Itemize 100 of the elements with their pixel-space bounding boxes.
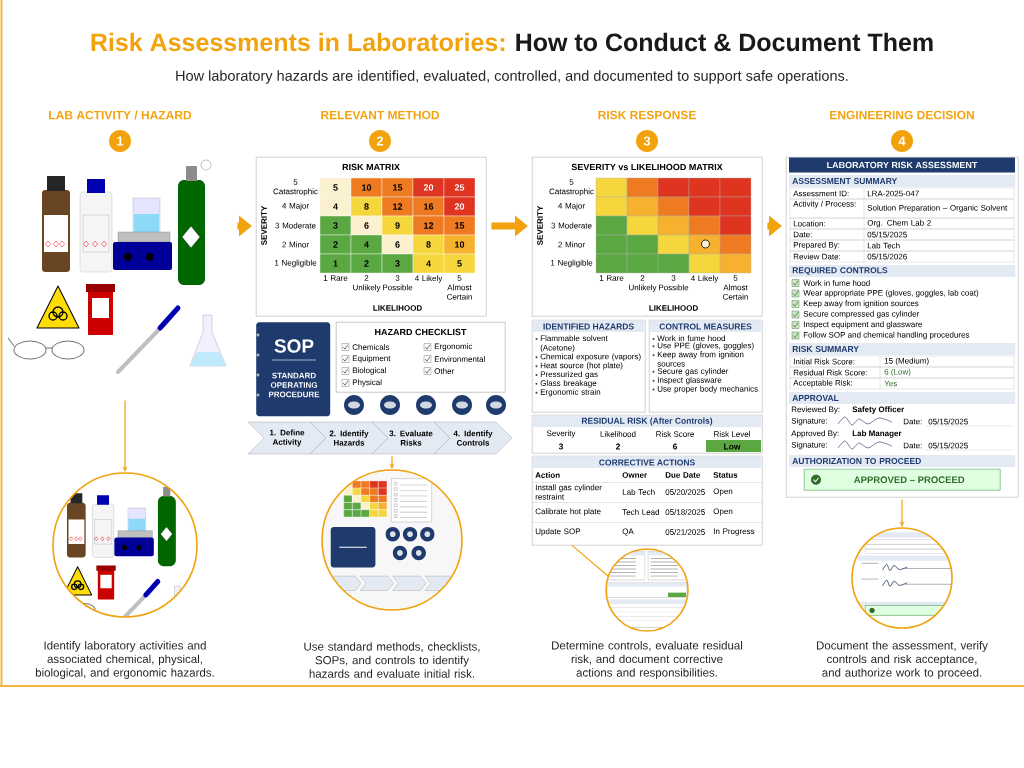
- chart-title: SEVERITY vs LIKELIHOOD MATRIX: [571, 163, 723, 171]
- list-item: Flammable solvent (Acetone): [540, 335, 608, 353]
- chart-title: RISK MATRIX: [342, 163, 400, 171]
- risk-matrix-chart: [532, 157, 763, 317]
- table-cell: LRA-2025-047: [867, 190, 919, 197]
- axis-title: SEVERITY: [537, 205, 543, 246]
- form-value: 05/15/2025: [928, 418, 968, 425]
- list-item: Inspect glassware: [657, 376, 722, 385]
- axis-label: 3 Moderate: [275, 222, 316, 229]
- checklist-item: Follow SOP and chemical handling procedures: [803, 331, 970, 340]
- table-cell: Update SOP: [535, 528, 581, 536]
- checklist-item: Physical: [352, 379, 382, 387]
- table-cell: 15 (Medium): [884, 357, 929, 366]
- sop-binder: [256, 322, 331, 417]
- form-value: Safety Officer: [852, 406, 905, 414]
- form-label: Signature:: [791, 417, 827, 426]
- table-cell: 3: [558, 443, 564, 450]
- table-cell: Tech Lead: [622, 509, 660, 515]
- axis-label: 2 Unlikely: [353, 275, 381, 292]
- axis-label: 1 Rare: [323, 275, 348, 281]
- table-header: Severity: [546, 430, 576, 438]
- axis-label: 1 Negligible: [275, 259, 317, 268]
- table-cell: Initial Risk Score:: [793, 358, 855, 365]
- table-cell: Org. Chem Lab 2: [867, 219, 931, 228]
- axis-label: 4 Major: [558, 202, 585, 211]
- table-header: Status: [713, 472, 738, 478]
- caption-text: Determine controls, evaluate residual risk, and document corrective actions and responsibilities.: [552, 641, 743, 679]
- axis-label: 2 Minor: [282, 241, 309, 248]
- process-step: 3. Evaluate Risks: [371, 421, 451, 455]
- checklist-item: Work in fume hood: [803, 280, 870, 286]
- axis-title: LIKELIHOOD: [373, 305, 422, 311]
- caption-text: Use standard methods, checklists, SOPs, and controls to identify hazards and evaluate initial risk.: [304, 642, 480, 678]
- step-heading: RELEVANT METHOD: [321, 110, 440, 120]
- process-step: 2. Identify Hazards: [309, 421, 389, 455]
- list-item: Ergonomic strain: [540, 388, 601, 397]
- matrix-cell: 4: [412, 253, 445, 274]
- axis-label: 1 Rare: [599, 275, 624, 281]
- binder-subtitle: STANDARD OPERATING PROCEDURE: [269, 372, 320, 398]
- table-cell: 05/20/2025: [665, 489, 705, 495]
- axis-label: 5 Almost Certain: [723, 275, 748, 300]
- process-step: 1. Define Activity: [247, 421, 327, 455]
- table-cell: Activity / Process:: [793, 200, 856, 209]
- section-heading: RISK SUMMARY: [789, 343, 1016, 355]
- table-cell: Assessment ID:: [793, 190, 849, 197]
- list-item: Pressurized gas: [540, 371, 598, 379]
- table-header: Risk Level: [714, 431, 750, 437]
- card-title: CONTROL MEASURES: [659, 323, 752, 330]
- actions-table: [531, 456, 763, 546]
- step-heading: LAB ACTIVITY / HAZARD: [49, 110, 192, 120]
- table-cell: 05/21/2025: [665, 529, 705, 535]
- table-cell: 2: [615, 443, 621, 450]
- table-cell: 6 (Low): [884, 368, 911, 377]
- step-number: 2: [369, 130, 391, 152]
- list-item: Secure gas cylinder: [657, 368, 729, 376]
- table-cell: In Progress: [713, 528, 755, 536]
- table-cell: Calibrate hot plate: [535, 508, 601, 516]
- table-header: Likelihood: [600, 431, 636, 437]
- list-card: [532, 320, 646, 413]
- table-cell: Location:: [793, 220, 825, 227]
- step-number: 3: [636, 130, 658, 152]
- caption-text: Identify laboratory activities and associated chemical, physical, biological, and ergonomic hazards.: [35, 641, 214, 679]
- checklist-item: Secure compressed gas cylinder: [803, 310, 920, 319]
- form-label: Date:: [903, 442, 922, 449]
- section-heading: AUTHORIZATION TO PROCEED: [789, 455, 1016, 467]
- axis-label: 4 Likely: [414, 275, 443, 283]
- table-cell: 05/15/2025: [867, 231, 907, 238]
- checklist-item: Ergonomic: [434, 343, 473, 351]
- axis-label: 2 Minor: [558, 241, 585, 248]
- table-header: Action: [535, 472, 560, 478]
- axis-label: 3 Possible: [659, 275, 689, 291]
- form-label: Approved By:: [791, 430, 839, 438]
- section-heading: ASSESSMENT SUMMARY: [789, 175, 1016, 187]
- list-item: Heat source (hot plate): [540, 362, 623, 370]
- checklist-item: Other: [434, 368, 455, 374]
- section-heading: APPROVAL: [789, 392, 1016, 404]
- matrix-cell: 1: [319, 253, 352, 274]
- axis-label: 1 Negligible: [551, 259, 593, 268]
- table-cell: Date:: [793, 231, 812, 238]
- step-heading: RISK RESPONSE: [598, 110, 696, 120]
- table-cell: Solution Preparation – Organic Solvent: [867, 204, 1008, 213]
- axis-label: 5 Almost Certain: [447, 275, 472, 300]
- axis-label: 4 Major: [282, 202, 309, 211]
- card-title: HAZARD CHECKLIST: [375, 328, 467, 336]
- table-cell: Review Date:: [793, 253, 841, 260]
- subtitle: How laboratory hazards are identified, evaluated, controlled, and documented to support safe operations.: [176, 70, 848, 84]
- table-cell: Yes: [884, 380, 897, 387]
- table-cell: Open: [713, 488, 733, 496]
- assessment-form: [786, 157, 1019, 498]
- list-item: Chemical exposure (vapors): [540, 353, 641, 361]
- form-label: Reviewed By:: [791, 406, 840, 414]
- table-cell: Lab Tech: [867, 242, 900, 249]
- table-cell: Open: [713, 508, 733, 516]
- table-cell: QA: [622, 528, 634, 536]
- binder-title: SOP: [274, 339, 314, 353]
- heading: How to Conduct & Document Them: [516, 32, 933, 52]
- risk-matrix-chart: [256, 157, 487, 317]
- checklist-item: Inspect equipment and glassware: [803, 321, 922, 329]
- results-table: [532, 415, 763, 454]
- checklist-item: Chemicals: [352, 344, 390, 350]
- checklist-item: Environmental: [434, 356, 485, 362]
